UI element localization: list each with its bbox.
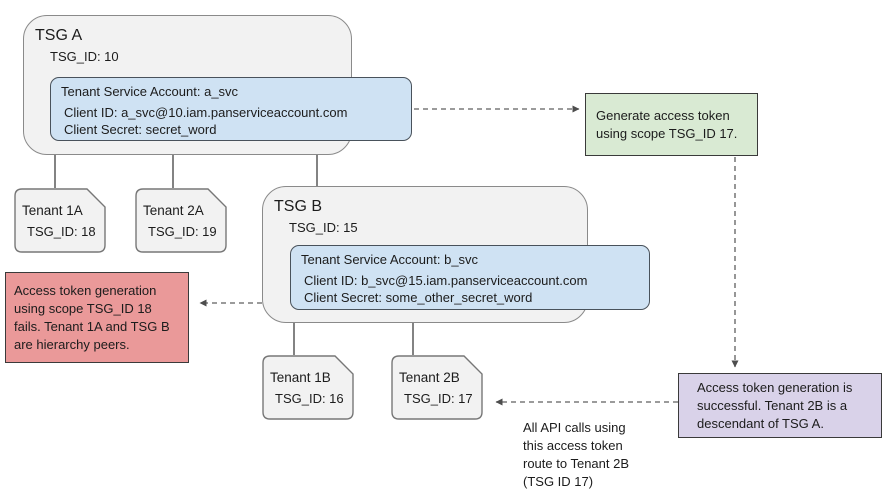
tenant-2b-card: Tenant 2B TSG_ID: 17 [391, 355, 483, 420]
tenant-card-shape [391, 355, 483, 420]
tenant-2a-name: Tenant 2A [143, 203, 204, 218]
tenant-2b-name: Tenant 2B [399, 370, 460, 385]
tenant-card-shape [135, 188, 227, 253]
tenant-2b-id: TSG_ID: 17 [404, 391, 473, 406]
tsg-b-id: TSG_ID: 15 [289, 220, 358, 235]
service-account-a-client-id: Client ID: a_svc@10.iam.panserviceaccoun… [64, 105, 348, 120]
api-route-note: All API calls using this access token ro… [523, 420, 630, 489]
tenant-1b-id: TSG_ID: 16 [275, 391, 344, 406]
token-fail-note: Access token generation using scope TSG_… [5, 272, 189, 363]
service-account-a-title: Tenant Service Account: a_svc [61, 84, 239, 99]
token-success-note: Access token generation is successful. T… [678, 373, 882, 438]
tenant-card-shape [262, 355, 354, 420]
service-account-a-client-secret: Client Secret: secret_word [64, 122, 217, 137]
tenant-1a-name: Tenant 1A [22, 203, 83, 218]
tenant-1b-card: Tenant 1B TSG_ID: 16 [262, 355, 354, 420]
tsg-a-id: TSG_ID: 10 [50, 49, 119, 64]
tenant-1b-name: Tenant 1B [270, 370, 331, 385]
service-account-b-client-secret: Client Secret: some_other_secret_word [304, 290, 533, 305]
tsg-b-title: TSG B [274, 198, 323, 215]
generate-token-note: Generate access token using scope TSG_ID… [585, 93, 758, 156]
service-account-b-client-id: Client ID: b_svc@15.iam.panserviceaccoun… [304, 273, 588, 288]
tenant-2a-card: Tenant 2A TSG_ID: 19 [135, 188, 227, 253]
tenant-card-shape [14, 188, 106, 253]
tenant-2a-id: TSG_ID: 19 [148, 224, 217, 239]
service-account-b-title: Tenant Service Account: b_svc [301, 252, 479, 267]
tenant-1a-id: TSG_ID: 18 [27, 224, 96, 239]
service-account-b-box: Tenant Service Account: b_svc Client ID:… [290, 245, 650, 310]
tsg-a-title: TSG A [35, 27, 83, 44]
service-account-a-box: Tenant Service Account: a_svc Client ID:… [50, 77, 412, 141]
tenant-1a-card: Tenant 1A TSG_ID: 18 [14, 188, 106, 253]
